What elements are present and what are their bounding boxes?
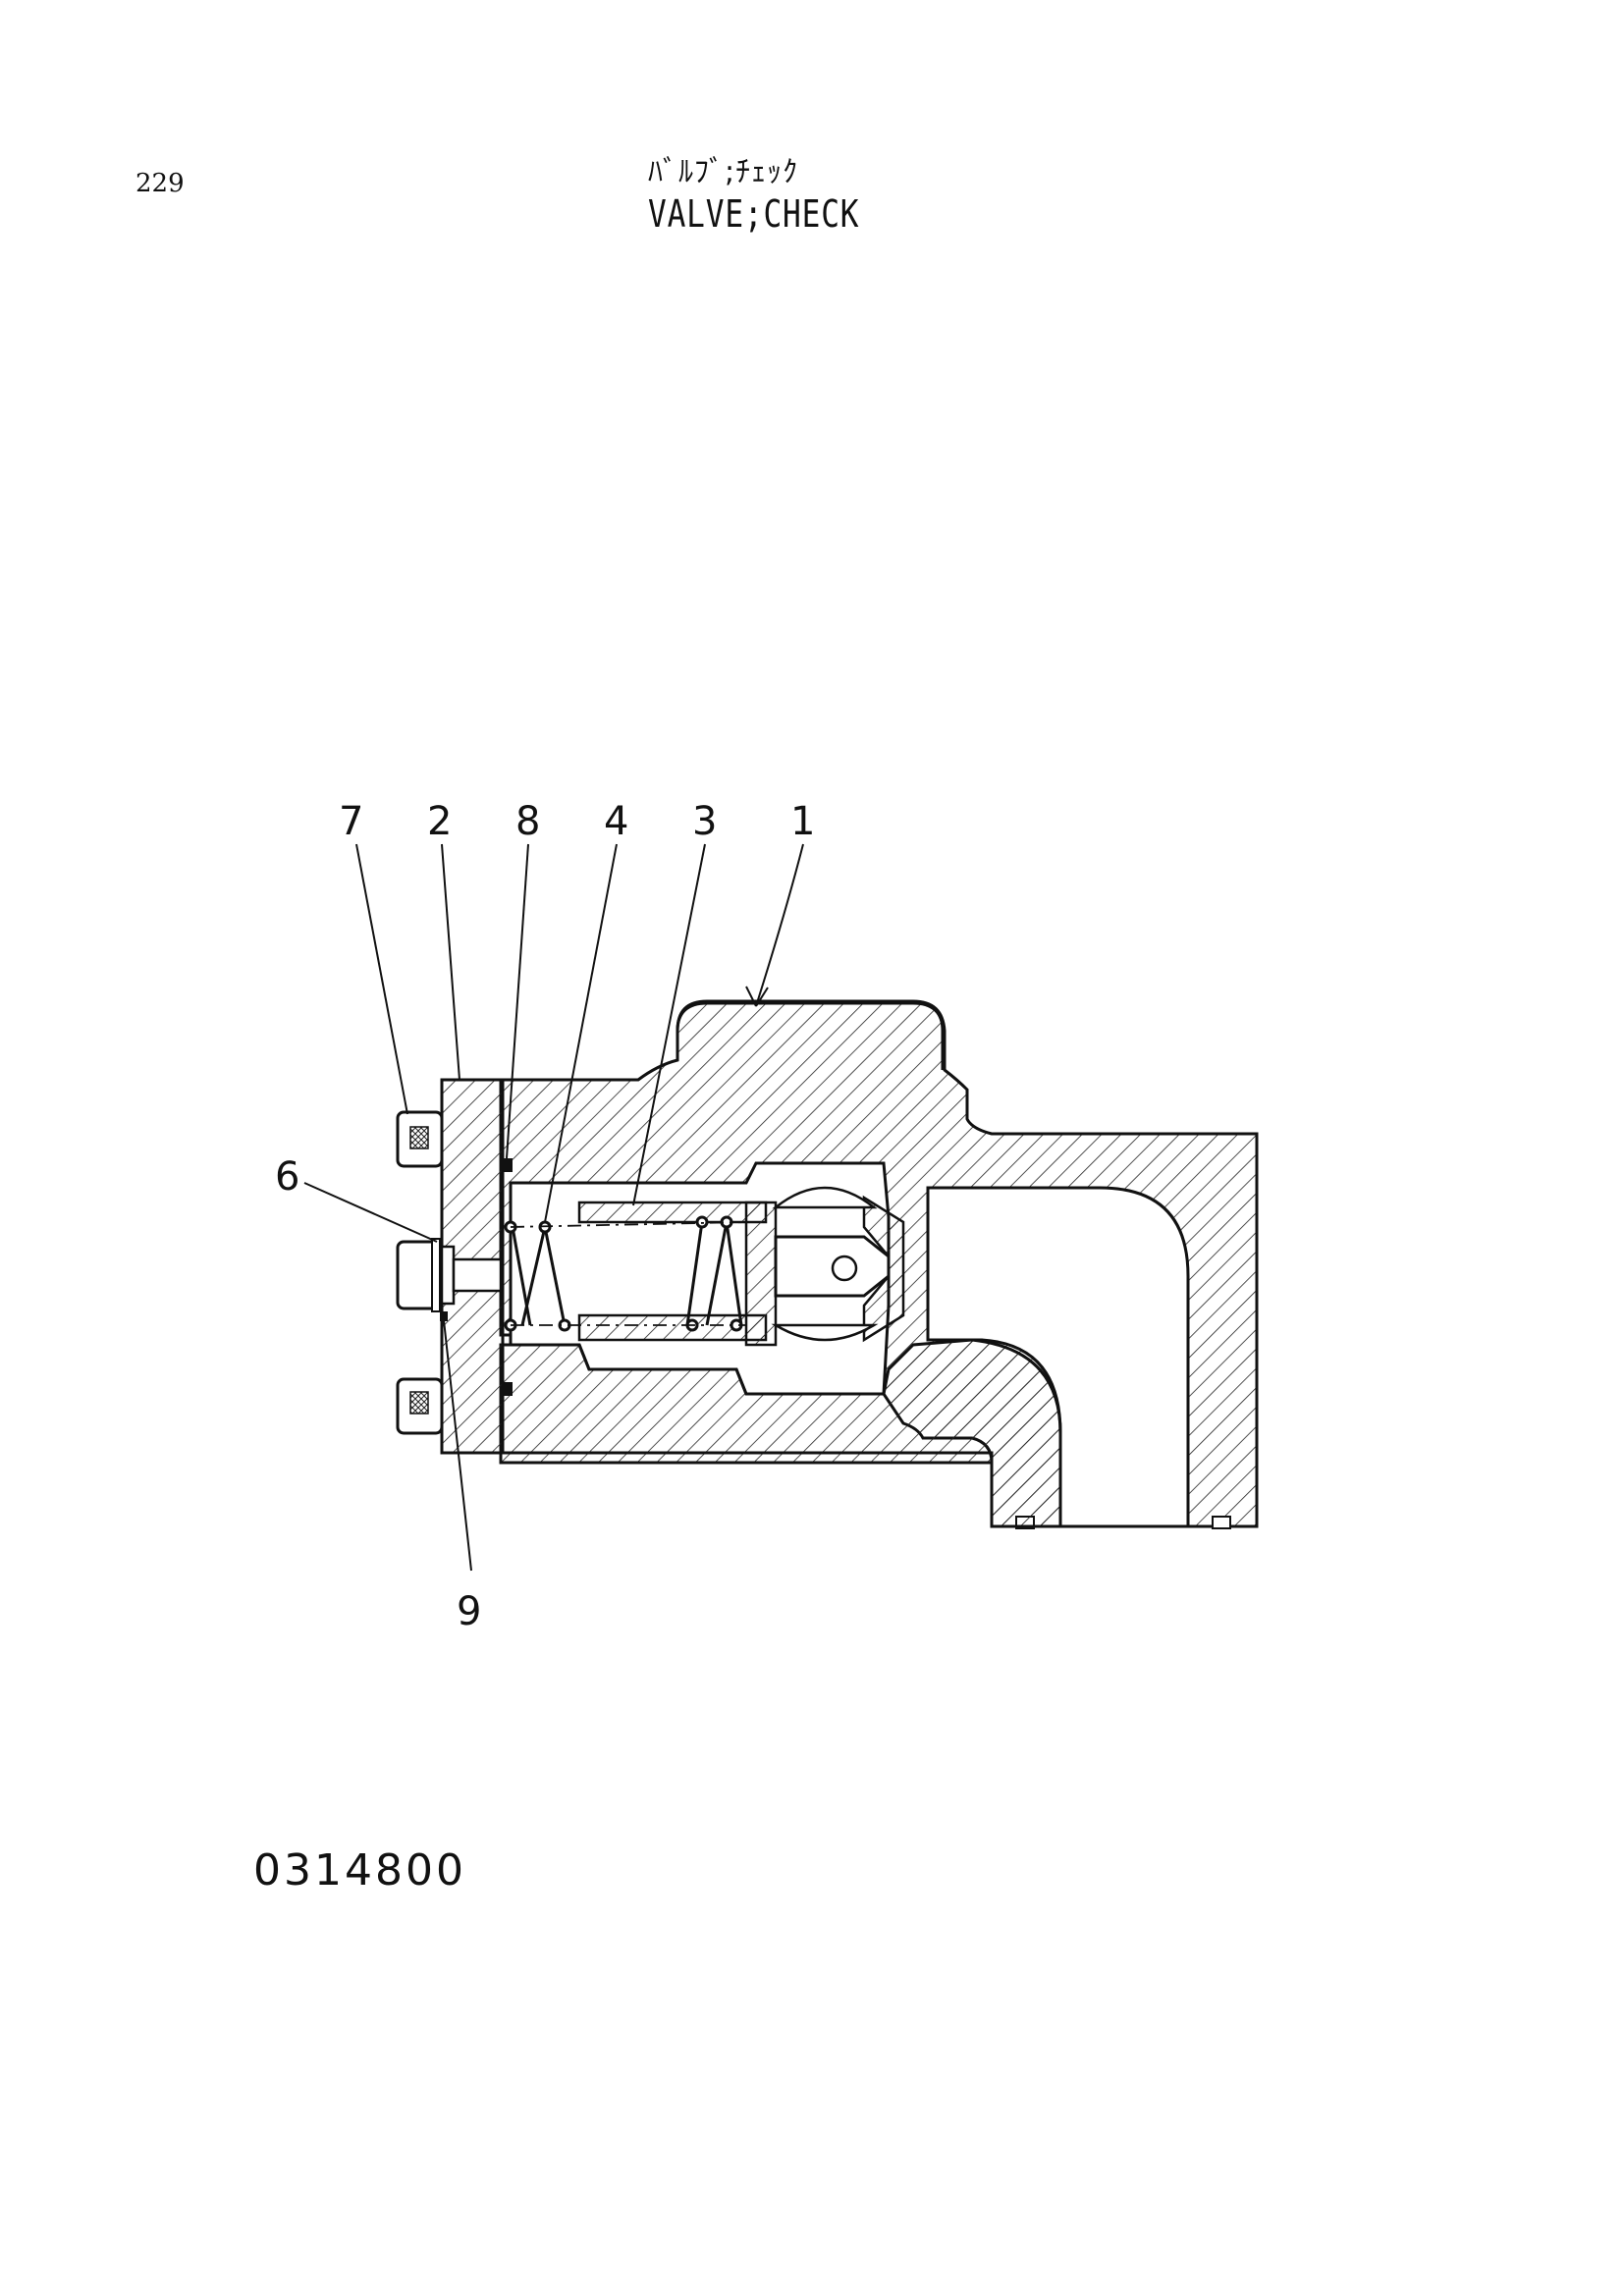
callout-8: 8 xyxy=(515,799,540,844)
drawing-number: 0314800 xyxy=(253,1845,466,1896)
callout-7: 7 xyxy=(339,799,363,844)
title-japanese: ﾊﾞﾙﾌﾞ;ﾁｪｯｸ xyxy=(648,155,799,189)
page-number: 229 xyxy=(135,169,185,198)
callout-2: 2 xyxy=(427,799,452,844)
callout-3: 3 xyxy=(692,799,717,844)
o-ring-upper xyxy=(503,1158,513,1172)
callout-6: 6 xyxy=(275,1154,299,1200)
callout-9: 9 xyxy=(457,1589,481,1634)
body-lower-section xyxy=(499,1338,1062,1528)
bolt-upper xyxy=(396,1110,444,1168)
plug xyxy=(396,1238,503,1312)
o-ring-lower xyxy=(503,1382,513,1396)
bolt-lower xyxy=(396,1377,444,1435)
title-english: VALVE;CHECK xyxy=(648,192,860,236)
callout-1: 1 xyxy=(790,799,815,844)
spring xyxy=(504,1215,747,1332)
leader-lines xyxy=(303,843,804,1572)
seal-ring xyxy=(440,1311,448,1321)
callout-4: 4 xyxy=(604,799,628,844)
poppet-head xyxy=(771,1186,905,1343)
